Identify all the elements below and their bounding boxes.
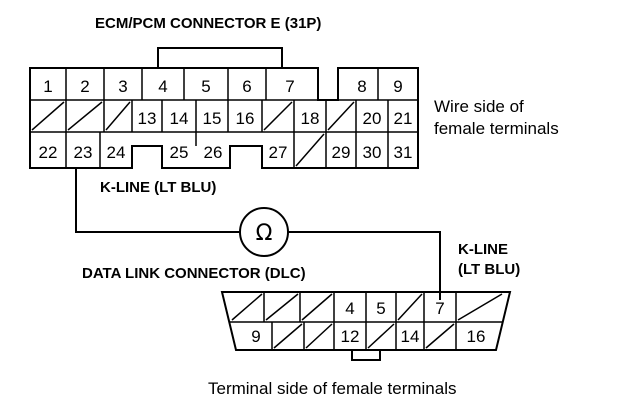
ecm-pin-5: 5 xyxy=(201,77,210,96)
ecm-pin-26: 26 xyxy=(204,143,223,162)
dlc-title: DATA LINK CONNECTOR (DLC) xyxy=(82,265,306,282)
wire-side-label-line1: Wire side of xyxy=(434,97,524,116)
ecm-pin-30: 30 xyxy=(363,143,382,162)
ecm-pin-2: 2 xyxy=(80,77,89,96)
ecm-pin-6: 6 xyxy=(242,77,251,96)
dlc-pin-5: 5 xyxy=(376,299,385,318)
ecm-pin-7: 7 xyxy=(285,77,294,96)
ecm-pin-1: 1 xyxy=(43,77,52,96)
ecm-pin-3: 3 xyxy=(118,77,127,96)
ecm-pin-9: 9 xyxy=(393,77,402,96)
ecm-pin-14: 14 xyxy=(170,109,189,128)
ohmmeter-icon xyxy=(239,207,289,257)
kline-right-label-line2: (LT BLU) xyxy=(458,261,520,278)
dlc-pin-7: 7 xyxy=(435,299,444,318)
ecm-pin-21: 21 xyxy=(394,109,413,128)
ecm-pin-31: 31 xyxy=(394,143,413,162)
ecm-pin-25: 25 xyxy=(170,143,189,162)
ecm-pin-13: 13 xyxy=(138,109,157,128)
terminal-side-label: Terminal side of female terminals xyxy=(208,379,456,398)
dlc-pin-9: 9 xyxy=(251,327,260,346)
ecm-connector-title: ECM/PCM CONNECTOR E (31P) xyxy=(95,15,321,32)
dlc-pin-14: 14 xyxy=(401,327,420,346)
ohm-symbol: Ω xyxy=(256,221,273,246)
ecm-latch xyxy=(157,47,283,68)
dlc-pin-4: 4 xyxy=(345,299,354,318)
dlc-connector xyxy=(220,291,512,361)
ecm-pin-20: 20 xyxy=(363,109,382,128)
ecm-pin-4: 4 xyxy=(158,77,167,96)
ecm-pin-22: 22 xyxy=(39,143,58,162)
kline-left-label: K-LINE (LT BLU) xyxy=(100,179,216,196)
ecm-pin-24: 24 xyxy=(107,143,126,162)
ecm-pin-23: 23 xyxy=(74,143,93,162)
kline-wire-right xyxy=(288,231,441,300)
kline-wire-left xyxy=(75,168,240,233)
ecm-pin-18: 18 xyxy=(301,109,320,128)
kline-right-label-line1: K-LINE xyxy=(458,241,508,258)
ecm-pin-29: 29 xyxy=(332,143,351,162)
wire-side-label-line2: female terminals xyxy=(434,119,559,138)
dlc-pin-12: 12 xyxy=(341,327,360,346)
ecm-pin-8: 8 xyxy=(357,77,366,96)
ecm-pin-15: 15 xyxy=(203,109,222,128)
ecm-pin-27: 27 xyxy=(269,143,288,162)
ecm-connector xyxy=(29,67,419,169)
dlc-pin-16: 16 xyxy=(467,327,486,346)
ecm-pin-16: 16 xyxy=(236,109,255,128)
